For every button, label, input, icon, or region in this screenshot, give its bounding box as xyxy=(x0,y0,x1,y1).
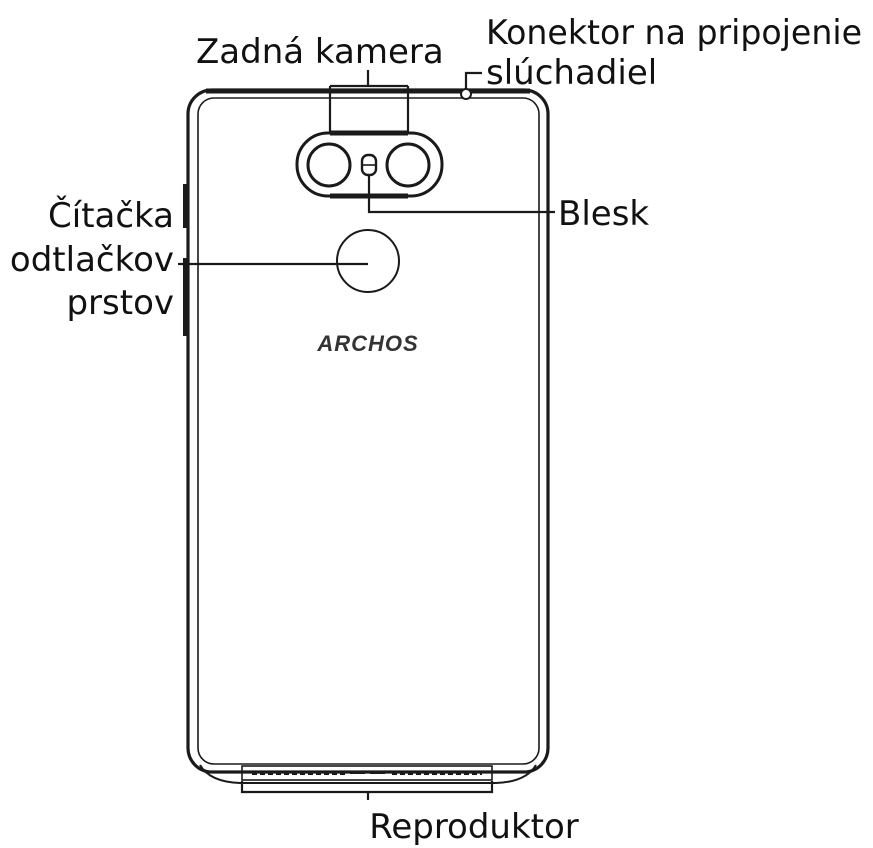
fingerprint-sensor xyxy=(336,229,400,293)
label-rear-camera: Zadná kamera xyxy=(196,32,444,72)
label-speaker: Reproduktor xyxy=(369,807,579,847)
side-buttons xyxy=(183,184,189,336)
left-camera-lens xyxy=(306,142,352,188)
label-fingerprint-line1: Čítačka xyxy=(48,195,174,236)
leader-flash xyxy=(367,176,555,214)
power-button xyxy=(183,258,189,336)
label-headphone-jack-line1: Konektor na pripojenie xyxy=(486,13,862,53)
speaker-grille-frame xyxy=(241,765,493,781)
phone-body xyxy=(186,88,550,784)
label-headphone-jack-line2: slúchadiel xyxy=(486,53,657,93)
volume-button xyxy=(183,184,189,228)
phone-inner-outline xyxy=(197,97,540,765)
flash-led xyxy=(360,153,378,177)
leader-rear-camera xyxy=(328,70,410,133)
speaker-grille xyxy=(241,765,493,781)
label-fingerprint-line2: odtlačkov xyxy=(10,240,174,280)
brand-logo: ARCHOS xyxy=(316,331,418,356)
leader-lines xyxy=(178,70,555,800)
label-fingerprint-line3: prstov xyxy=(66,283,174,323)
labels: Zadná kamera Konektor na pripojenie slúc… xyxy=(10,13,862,847)
headphone-jack xyxy=(460,88,472,100)
right-camera-lens xyxy=(385,142,431,188)
leader-headphone-jack xyxy=(464,71,482,89)
leader-speaker xyxy=(240,781,494,800)
label-flash: Blesk xyxy=(558,194,649,234)
phone-bottom-rim xyxy=(199,764,537,784)
